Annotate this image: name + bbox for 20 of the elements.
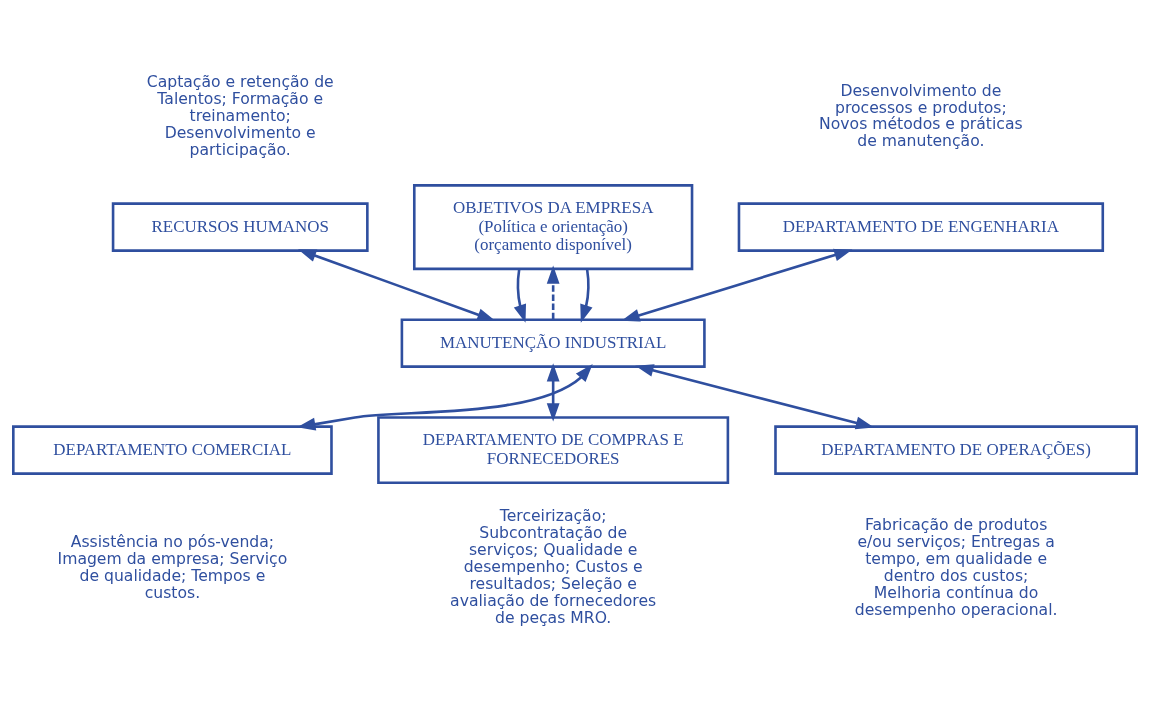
node-label: Fabricação de produtos e/ou serviços; Entregas a tempo, em qualidade e dentro dos custos; Melhoria contínua do desempenho operacional. <box>854 514 1058 619</box>
node-label: Assistência no pós-venda; Imagem da empresa; Serviço de qualidade; Tempos e custos. <box>57 531 288 602</box>
arrow <box>297 363 593 431</box>
node-box: DEPARTAMENTO COMERCIAL <box>12 425 333 475</box>
node-box: DEPARTAMENTO DE COMPRAS E FORNECEDORES <box>377 416 730 484</box>
node-box: DEPARTAMENTO DE OPERAÇÕES) <box>774 425 1138 475</box>
node-label: Desenvolvimento de processos e produtos; Novos métodos e práticas de manutenção. <box>819 80 1023 151</box>
node-box: DEPARTAMENTO DE ENGENHARIA <box>737 202 1105 252</box>
node-label: Captação e retenção de Talentos; Formação e treinamento; Desenvolvimento e participação. <box>146 72 334 159</box>
arrow <box>635 364 875 430</box>
arrow <box>546 265 560 320</box>
arrow <box>580 269 593 323</box>
arrow <box>546 363 560 422</box>
arrow <box>297 249 496 321</box>
node-box: OBJETIVOS DA EMPRESA (Política e orientação) (orçamento disponível) <box>413 184 694 271</box>
node-box: MANUTENÇÃO INDUSTRIAL <box>400 318 706 368</box>
node-label: Terceirização; Subcontratação de serviços; Qualidade e desempenho; Custos e resultados; Seleção e avaliação de fornecedores de peças MRO. <box>450 506 657 628</box>
arrow <box>513 269 527 323</box>
arrow <box>621 248 853 322</box>
node-box: RECURSOS HUMANOS <box>111 202 369 252</box>
